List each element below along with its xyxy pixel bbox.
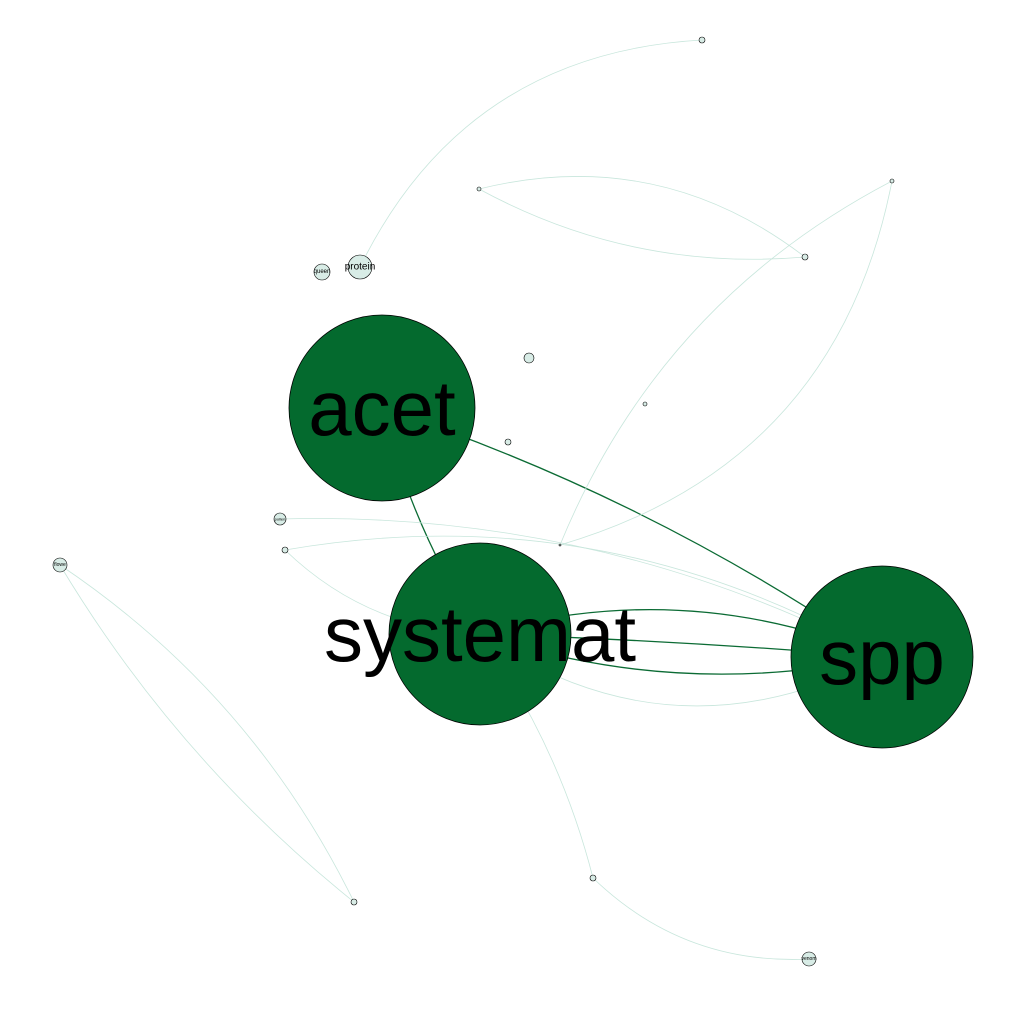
node-n3[interactable]: [889, 178, 895, 184]
edge-flower-n12: [59, 564, 355, 903]
edge-n3-n9: [559, 180, 893, 546]
edge-n2-n4: [478, 176, 806, 258]
node-n7[interactable]: [504, 438, 512, 446]
node-circle-systemat: [388, 542, 572, 726]
node-circle-n12: [350, 898, 358, 906]
node-label-pollen: pollen: [275, 517, 286, 522]
node-n6[interactable]: [642, 401, 648, 407]
node-circle-n5: [523, 352, 535, 364]
node-n11[interactable]: [589, 874, 597, 882]
node-label-systemat: systemat: [324, 590, 636, 678]
node-n1[interactable]: [698, 36, 706, 44]
node-circle-flower: [52, 557, 68, 573]
node-circle-queen: [313, 263, 331, 281]
node-label-protein: protein: [345, 262, 376, 273]
node-n8[interactable]: [281, 546, 289, 554]
node-pollen[interactable]: pollen: [273, 512, 287, 526]
node-systemat[interactable]: systemat: [324, 542, 636, 726]
node-circle-venom: [801, 951, 817, 967]
node-label-venom: venom: [801, 956, 816, 962]
node-circle-spp: [790, 565, 974, 749]
node-label-acet: acet: [308, 364, 456, 452]
node-circle-n3: [889, 178, 895, 184]
node-n5[interactable]: [523, 352, 535, 364]
node-flower[interactable]: flowe: [52, 557, 68, 573]
node-queen[interactable]: queen: [313, 263, 331, 281]
graph-edges: [59, 39, 893, 960]
node-circle-n4: [801, 253, 809, 261]
node-circle-pollen: [273, 512, 287, 526]
node-circle-n9: [558, 543, 562, 547]
node-circle-protein: [347, 254, 373, 280]
node-circle-n7: [504, 438, 512, 446]
node-acet[interactable]: acet: [288, 314, 476, 502]
node-circle-n2: [476, 186, 482, 192]
node-circle-n8: [281, 546, 289, 554]
node-n4[interactable]: [801, 253, 809, 261]
node-n2[interactable]: [476, 186, 482, 192]
node-label-spp: spp: [819, 613, 945, 701]
node-circle-n1: [698, 36, 706, 44]
edge-n2-n4: [478, 188, 806, 260]
node-protein[interactable]: protein: [345, 254, 376, 280]
node-circle-acet: [288, 314, 476, 502]
edge-n11-venom: [592, 877, 810, 960]
node-venom[interactable]: venom: [801, 951, 817, 967]
edge-protein-n1: [359, 39, 703, 268]
node-circle-n6: [642, 401, 648, 407]
node-circle-n11: [589, 874, 597, 882]
node-n12[interactable]: [350, 898, 358, 906]
edge-n3-n9: [559, 180, 893, 546]
node-label-flower: flowe: [54, 562, 66, 568]
graph-nodes: protein queen flowe venom pollen acet systemat…: [52, 36, 974, 967]
node-spp[interactable]: spp: [790, 565, 974, 749]
edge-flower-n12: [59, 564, 355, 903]
node-label-queen: queen: [314, 269, 331, 275]
node-n9[interactable]: [558, 543, 562, 547]
